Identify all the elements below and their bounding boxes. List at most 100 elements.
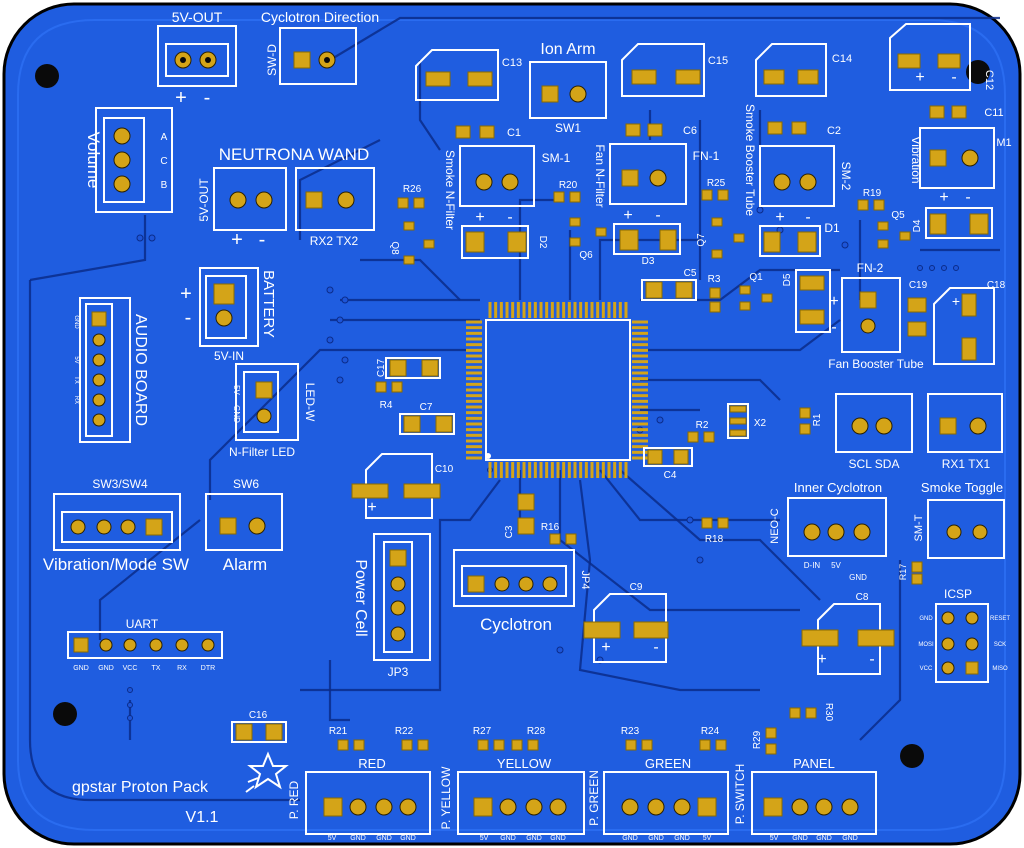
label-c19: C19 [909,280,928,291]
mcu-pin [632,439,648,443]
label-c2: C2 [827,125,841,137]
yellow-pin-label: 5V [480,835,489,842]
label-q8: Q8 [389,241,400,255]
label-smoke-toggle: Smoke Toggle [921,480,1003,495]
plus-sign: + [180,283,192,305]
mcu-pin [632,326,648,330]
minus-sign: - [831,319,836,336]
mcu-pin [466,360,482,364]
label-sm2: SM-2 [839,162,853,191]
ground-pour-edge [17,19,1006,831]
label-p-red: P. RED [287,780,301,819]
connector-green: R23 R24 GREEN P. GREEN GND GND GND 5V [587,726,729,842]
label-fn2: FN-2 [857,261,884,275]
plus-sign: + [175,87,187,109]
label-vol-c: C [160,156,167,167]
connector-fn2: D5 FN-2 + - Fan Booster Tube C19 C18 + [782,261,1006,371]
label-p-switch: P. SWITCH [733,764,747,824]
yellow-pin-label: GND [550,835,566,842]
label-d5: D5 [782,273,793,286]
uart-pin-label: RX [177,665,187,672]
icsp-pin-label: MOSI [918,642,934,648]
vias [127,206,959,721]
label-p-green: P. GREEN [587,770,601,826]
mcu-pin [466,388,482,392]
connector-sw6-alarm: SW6 Alarm [205,477,283,574]
label-c18: C18 [987,280,1006,291]
mcu-pin [632,411,648,415]
mcu-pin [632,371,648,375]
mcu-pin [632,388,648,392]
smd-c5-r3-q1: C5 R3 Q1 [641,268,773,313]
label-audio-board: AUDIO BOARD [132,314,149,426]
mcu-pin [545,462,549,478]
mcu-pin [562,302,566,318]
mcu-pin [590,462,594,478]
label-c4: C4 [664,470,677,481]
minus-sign: - [805,209,810,226]
cap-c12: + - C12 C11 [889,23,1004,119]
label-uart: UART [126,617,159,631]
label-green: GREEN [645,756,691,771]
mcu-pin [632,428,648,432]
mcu-pin [632,360,648,364]
neo-pin-label: GND [849,573,867,582]
smd-c3-r16: C3 R16 [504,493,577,545]
connector-5v-out-top: 5V-OUT + - [157,9,237,109]
mcu-pin [466,405,482,409]
mcu-pin [607,462,611,478]
mcu-pin [522,462,526,478]
label-q6: Q6 [579,250,593,261]
label-sw-d: SW-D [265,44,279,76]
label-neutrona-wand: NEUTRONA WAND [219,145,370,164]
switch-cyclotron-direction: Cyclotron Direction SW-D [261,9,379,85]
mcu-pin [505,302,509,318]
icsp-pin-label: MISO [992,666,1008,672]
mcu-pin [499,462,503,478]
label-jp3: JP3 [388,665,409,679]
minus-sign: - [655,207,660,224]
mcu-pin [488,462,492,478]
mounting-hole [35,64,59,88]
mcu-pin [590,302,594,318]
mcu-pin [539,302,543,318]
label-volume: Volume [84,132,103,189]
label-sw3-sw4: SW3/SW4 [92,477,148,491]
mounting-hole [966,60,990,84]
label-r29: R29 [752,730,763,749]
connector-neutrona-wand: NEUTRONA WAND 5V-OUT + - RX2 TX2 [197,145,375,251]
mcu-pin [613,302,617,318]
plus-sign: + [817,651,826,668]
cap-c15: C15 C6 [621,43,728,137]
label-c1: C1 [507,127,521,139]
mcu-pin [516,302,520,318]
mcu-pin [556,302,560,318]
label-r25: R25 [707,178,726,189]
mcu-pin [466,365,482,369]
mcu-pin [466,411,482,415]
label-neo-c: NEO-C [769,508,781,544]
label-vol-b: B [161,180,168,191]
mcu-pin [632,354,648,358]
label-r17: R17 [898,564,908,581]
label-fn1: FN-1 [693,149,720,163]
connector-red: R21 R22 RED P. RED 5V GND GND GND [287,726,431,842]
mcu-pin [632,394,648,398]
label-r24: R24 [701,726,720,737]
label-scl-sda: SCL SDA [849,457,900,471]
audio-pin-label: GND [73,315,79,329]
label-vol-a: A [161,132,168,143]
label-c17: C17 [376,358,387,377]
mcu-pin [584,462,588,478]
mounting-hole [53,702,77,726]
cap-c14: C14 C2 [755,43,852,137]
label-5v-out-top: 5V-OUT [172,9,223,25]
label-5v-out-side: 5V-OUT [197,178,211,222]
icsp-pin-label: GND [919,616,933,622]
mcu-pin [556,462,560,478]
label-ion-arm: Ion Arm [540,41,595,58]
label-c14: C14 [832,53,852,65]
plus-sign: + [952,293,960,309]
mcu-pin [488,302,492,318]
led-pin-label: 5V [232,385,241,395]
